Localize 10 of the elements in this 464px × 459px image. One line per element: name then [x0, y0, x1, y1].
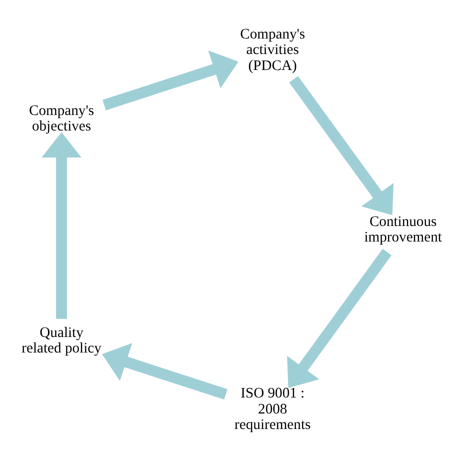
node-text: Quality related policy [22, 324, 102, 356]
arrow [102, 342, 228, 400]
arrow [102, 50, 238, 110]
arrow [287, 248, 392, 388]
arrow [289, 76, 394, 215]
node-text: ISO 9001 : 2008 requirements [234, 385, 311, 433]
node-text: Continuous improvement [364, 213, 442, 246]
arrow [42, 132, 82, 318]
node-text: Company's activities (PDCA) [240, 26, 306, 74]
node-text: Company's objectives [29, 102, 94, 134]
